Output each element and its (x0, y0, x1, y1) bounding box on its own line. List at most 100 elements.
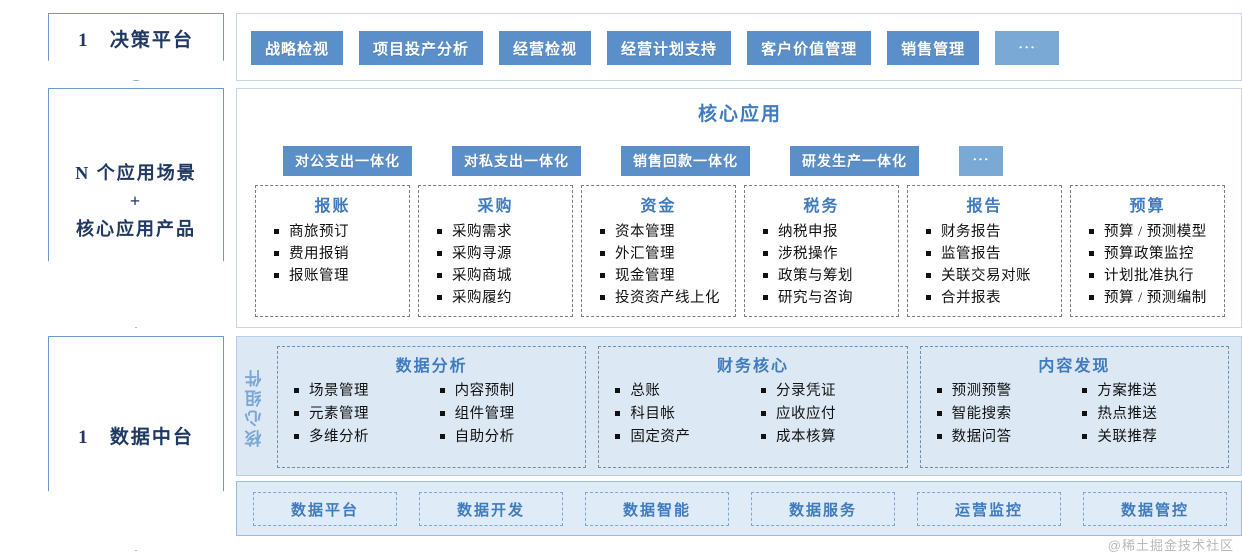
list-item[interactable]: 采购需求 (437, 221, 568, 243)
card-list-budget: 预算 / 预测模型 预算政策监控 计划批准执行 预算 / 预测编制 (1075, 221, 1220, 309)
list-item[interactable]: 场景管理 (294, 380, 434, 403)
list-item[interactable]: 外汇管理 (600, 243, 731, 265)
list-item[interactable]: 采购商城 (437, 265, 568, 287)
decision-button-more[interactable]: ··· (995, 31, 1060, 65)
list-item[interactable]: 投资资产线上化 (600, 287, 731, 309)
list-item[interactable]: 研究与咨询 (763, 287, 894, 309)
card-procurement[interactable]: 采购 采购需求 采购寻源 采购商城 采购履约 (418, 185, 573, 317)
list-item[interactable]: 内容预制 (439, 380, 580, 403)
list-item[interactable]: 采购履约 (437, 287, 568, 309)
applications-line-1: N 个应用场景 (75, 163, 197, 184)
list-item[interactable]: 现金管理 (600, 265, 731, 287)
decision-platform-button-row: 战略检视 项目投产分析 经营检视 经营计划支持 客户价值管理 销售管理 ··· (251, 28, 1229, 68)
group-column-left: 场景管理 元素管理 多维分析 (294, 380, 434, 449)
applications-plus-sign: + (129, 191, 143, 212)
list-item[interactable]: 监管报告 (926, 243, 1057, 265)
layer-number-3: 1 (78, 426, 90, 448)
layer-chevron-data-platform[interactable]: 1 数据中台 (48, 336, 224, 551)
list-item[interactable]: 科目帐 (615, 403, 755, 426)
card-tax[interactable]: 税务 纳税申报 涉税操作 政策与筹划 研究与咨询 (744, 185, 899, 317)
list-item[interactable]: 资本管理 (600, 221, 731, 243)
foundation-chip-operation-monitoring[interactable]: 运营监控 (917, 492, 1061, 526)
list-item[interactable]: 热点推送 (1082, 403, 1222, 426)
group-columns-content-discovery: 预测预警 智能搜索 数据问答 方案推送 热点推送 关联推荐 (927, 380, 1222, 449)
list-item[interactable]: 预算政策监控 (1089, 243, 1220, 265)
list-item[interactable]: 多维分析 (294, 426, 434, 449)
card-budget[interactable]: 预算 预算 / 预测模型 预算政策监控 计划批准执行 预算 / 预测编制 (1070, 185, 1225, 317)
layer-title-decision-platform: 决策平台 (109, 30, 194, 52)
card-title-report: 报告 (966, 198, 1003, 215)
foundation-chip-data-development[interactable]: 数据开发 (419, 492, 563, 526)
core-components-vertical-label: 核心组件 (245, 367, 265, 447)
core-application-card-row: 报账 商旅预订 费用报销 报账管理 采购 采购需求 采购寻源 采购商城 采购履约 (255, 185, 1225, 317)
component-group-data-analysis[interactable]: 数据分析 场景管理 元素管理 多维分析 内容预制 组件管理 自助分析 (277, 346, 587, 468)
list-item[interactable]: 涉税操作 (763, 243, 894, 265)
foundation-chip-data-service[interactable]: 数据服务 (751, 492, 895, 526)
list-item[interactable]: 组件管理 (439, 403, 580, 426)
layer-label-column: 1 决策平台 N 个应用场景 + 核心应用产品 1 数据中台 (0, 0, 236, 556)
decision-button-sales-management[interactable]: 销售管理 (887, 31, 980, 65)
foundation-chip-data-intelligence[interactable]: 数据智能 (585, 492, 729, 526)
list-item[interactable]: 费用报销 (274, 243, 405, 265)
list-item[interactable]: 预算 / 预测模型 (1089, 221, 1220, 243)
list-item[interactable]: 关联交易对账 (926, 265, 1057, 287)
layer-number-1: 1 (78, 30, 90, 52)
card-reimbursement[interactable]: 报账 商旅预订 费用报销 报账管理 (255, 185, 410, 317)
list-item[interactable]: 商旅预订 (274, 221, 405, 243)
group-title-finance-core: 财务核心 (716, 358, 789, 375)
list-item[interactable]: 财务报告 (926, 221, 1057, 243)
scenario-button-personal-expenditure[interactable]: 对私支出一体化 (452, 146, 581, 176)
card-list-procurement: 采购需求 采购寻源 采购商城 采购履约 (423, 221, 568, 309)
list-item[interactable]: 成本核算 (761, 426, 901, 449)
foundation-chip-data-governance[interactable]: 数据管控 (1083, 492, 1227, 526)
list-item[interactable]: 政策与筹划 (763, 265, 894, 287)
group-title-content-discovery: 内容发现 (1038, 358, 1111, 375)
list-item[interactable]: 计划批准执行 (1089, 265, 1220, 287)
list-item[interactable]: 纳税申报 (763, 221, 894, 243)
component-group-content-discovery[interactable]: 内容发现 预测预警 智能搜索 数据问答 方案推送 热点推送 关联推荐 (919, 346, 1229, 468)
list-item[interactable]: 元素管理 (294, 403, 434, 426)
list-item[interactable]: 合并报表 (926, 287, 1057, 309)
component-group-finance-core[interactable]: 财务核心 总账 科目帐 固定资产 分录凭证 应收应付 成本核算 (598, 346, 908, 468)
list-item[interactable]: 数据问答 (936, 426, 1077, 449)
foundation-chip-data-platform[interactable]: 数据平台 (253, 492, 397, 526)
layer-chevron-decision-platform[interactable]: 1 决策平台 (48, 13, 224, 81)
list-item[interactable]: 预算 / 预测编制 (1089, 287, 1220, 309)
list-item[interactable]: 智能搜索 (936, 403, 1077, 426)
scenario-button-rnd-production[interactable]: 研发生产一体化 (790, 146, 919, 176)
group-column-right: 方案推送 热点推送 关联推荐 (1082, 380, 1222, 449)
group-column-left: 预测预警 智能搜索 数据问答 (936, 380, 1077, 449)
group-column-right: 内容预制 组件管理 自助分析 (439, 380, 580, 449)
decision-button-operation-plan-support[interactable]: 经营计划支持 (607, 31, 732, 65)
decision-button-project-roi-analysis[interactable]: 项目投产分析 (359, 31, 484, 65)
card-report[interactable]: 报告 财务报告 监管报告 关联交易对账 合并报表 (907, 185, 1062, 317)
list-item[interactable]: 关联推荐 (1082, 426, 1222, 449)
list-item[interactable]: 报账管理 (274, 265, 405, 287)
list-item[interactable]: 采购寻源 (437, 243, 568, 265)
list-item[interactable]: 自助分析 (439, 426, 580, 449)
list-item[interactable]: 总账 (615, 380, 755, 403)
scenario-button-corporate-expenditure[interactable]: 对公支出一体化 (283, 146, 412, 176)
list-item[interactable]: 应收应付 (761, 403, 901, 426)
data-platform-core-components-panel: 核心组件 数据分析 场景管理 元素管理 多维分析 内容预制 组件管理 自助分 (236, 336, 1242, 476)
card-list-funds: 资本管理 外汇管理 现金管理 投资资产线上化 (586, 221, 731, 309)
scenario-button-sales-collection[interactable]: 销售回款一体化 (621, 146, 750, 176)
list-item[interactable]: 固定资产 (615, 426, 755, 449)
card-title-tax: 税务 (803, 198, 840, 215)
list-item[interactable]: 方案推送 (1082, 380, 1222, 403)
list-item[interactable]: 分录凭证 (761, 380, 901, 403)
group-title-data-analysis: 数据分析 (395, 358, 468, 375)
decision-button-operation-review[interactable]: 经营检视 (499, 31, 592, 65)
decision-button-strategy-review[interactable]: 战略检视 (251, 31, 344, 65)
data-foundation-chip-row: 数据平台 数据开发 数据智能 数据服务 运营监控 数据管控 (253, 492, 1227, 526)
card-funds[interactable]: 资金 资本管理 外汇管理 现金管理 投资资产线上化 (581, 185, 736, 317)
decision-button-customer-value-management[interactable]: 客户价值管理 (747, 31, 872, 65)
data-foundation-panel: 数据平台 数据开发 数据智能 数据服务 运营监控 数据管控 (236, 481, 1242, 536)
core-components-group-row: 数据分析 场景管理 元素管理 多维分析 内容预制 组件管理 自助分析 (277, 346, 1229, 468)
layer-chevron-applications[interactable]: N 个应用场景 + 核心应用产品 (48, 88, 224, 328)
decision-platform-panel: 战略检视 项目投产分析 经营检视 经营计划支持 客户价值管理 销售管理 ··· (236, 13, 1242, 81)
card-title-funds: 资金 (640, 198, 677, 215)
scenario-button-more[interactable]: ··· (959, 146, 1003, 176)
list-item[interactable]: 预测预警 (936, 380, 1077, 403)
